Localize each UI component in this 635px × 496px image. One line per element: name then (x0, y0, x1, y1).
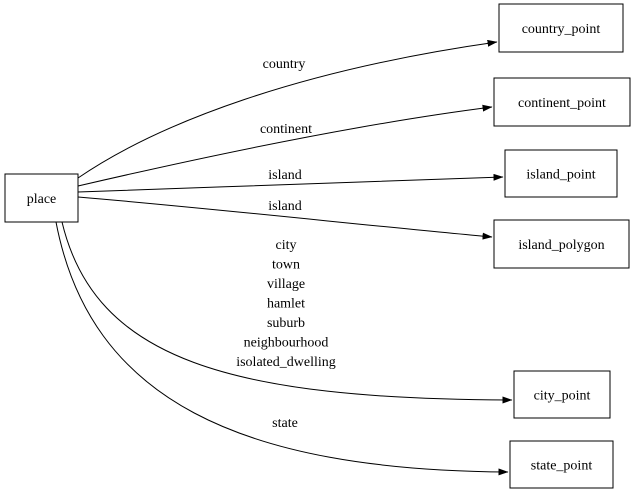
edge-label: island (268, 168, 301, 183)
edge-place-state_point: state (55, 221, 509, 476)
node-continent_point: continent_point (493, 77, 631, 127)
edge-line (77, 173, 504, 193)
edge-line (61, 221, 513, 404)
edge-line (77, 196, 493, 240)
node-label: place (27, 192, 57, 207)
edge-place-continent_point: continent (77, 104, 493, 187)
edge-place-island_polygon: island (77, 196, 493, 240)
edge-line (77, 104, 493, 187)
node-label: island_polygon (518, 238, 604, 253)
node-box (493, 219, 630, 269)
node-label: city_point (534, 389, 591, 404)
node-island_point: island_point (504, 149, 618, 198)
edge-label: continent (260, 122, 312, 137)
node-label: state_point (531, 459, 593, 474)
nodes-layer: place country_point continent_point island_… (4, 3, 631, 489)
edge-line (77, 39, 498, 179)
node-state_point: state_point (509, 440, 614, 489)
edge-place-island_point: island (77, 168, 504, 193)
edge-place-country_point: country (77, 39, 498, 179)
node-label: continent_point (518, 96, 606, 111)
edge-label: country (263, 57, 306, 72)
node-box (4, 173, 79, 223)
node-box (504, 149, 618, 198)
node-city_point: city_point (513, 370, 611, 419)
node-box (498, 3, 624, 53)
node-box (513, 370, 611, 419)
node-country_point: country_point (498, 3, 624, 53)
node-box (493, 77, 631, 127)
node-label: island_point (526, 168, 595, 183)
node-island_polygon: island_polygon (493, 219, 630, 269)
node-place: place (4, 173, 79, 223)
edge-label: island (268, 199, 301, 214)
edge-line (55, 221, 509, 476)
node-box (509, 440, 614, 489)
node-label: country_point (522, 22, 601, 37)
edge-label: state (272, 416, 298, 431)
